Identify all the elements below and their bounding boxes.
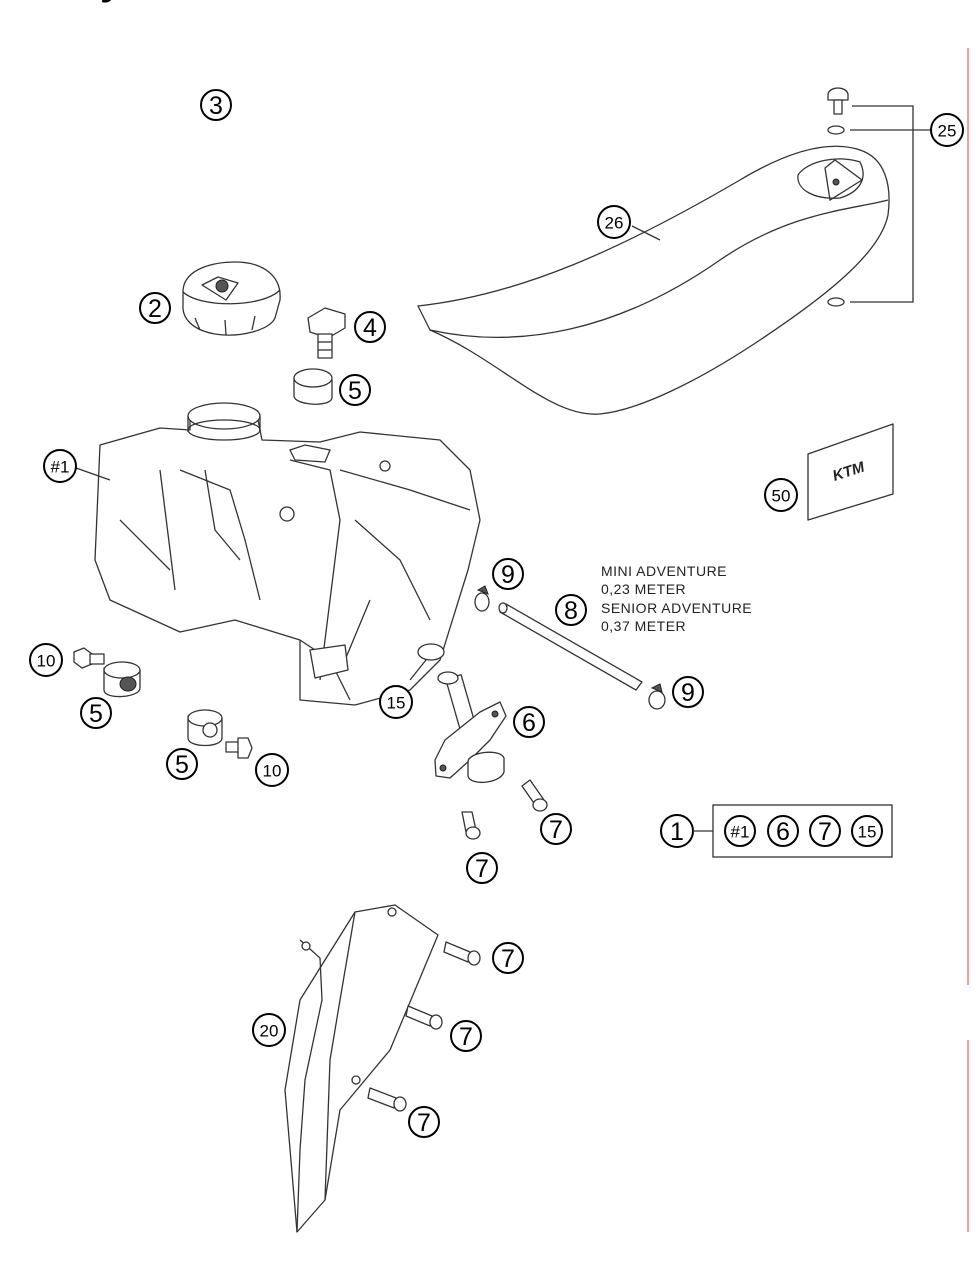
svg-text:1: 1: [670, 818, 684, 846]
svg-text:5: 5: [348, 377, 362, 405]
part-screw-cover-1: [443, 941, 481, 966]
callout-9-lower: 9: [672, 676, 704, 708]
callout-5-left: 5: [80, 697, 112, 729]
part-screw-tap-2: [461, 811, 481, 840]
svg-text:15: 15: [858, 823, 877, 842]
callout-26: 26: [597, 205, 631, 239]
callout-7-cover-2: 7: [450, 1020, 482, 1052]
kit-assembly: 1 #1 6 7 15: [660, 804, 893, 858]
kit-item-hash1: #1: [724, 815, 756, 847]
svg-text:8: 8: [564, 597, 578, 625]
part-fuel-hose: [5, 73, 218, 241]
note-line-2: 0,23 METER: [601, 581, 686, 597]
callout-25: 25: [930, 113, 964, 147]
part-filler-cap: [182, 261, 281, 336]
part-fuel-tap: [434, 671, 507, 783]
svg-text:5: 5: [89, 700, 103, 728]
callout-1: 1: [660, 814, 694, 848]
kit-item-6: 6: [767, 815, 799, 847]
part-screw-cover-2: [405, 1005, 443, 1030]
callout-10-middle: 10: [255, 753, 289, 787]
svg-text:7: 7: [475, 855, 489, 883]
part-o-ring: [417, 643, 445, 661]
part-bolt: [307, 307, 346, 359]
part-decal: KTM: [807, 423, 894, 521]
note-line-1: MINI ADVENTURE: [601, 563, 727, 579]
svg-text:7: 7: [417, 1109, 431, 1137]
kit-item-7: 7: [809, 815, 841, 847]
callout-2: 2: [139, 292, 171, 324]
callout-10-left: 10: [29, 643, 63, 677]
svg-text:7: 7: [818, 818, 832, 846]
callout-20: 20: [252, 1013, 286, 1047]
leader-seat: [631, 225, 661, 241]
part-screw-cover-3: [367, 1087, 407, 1112]
callout-7-tap-left: 7: [466, 852, 498, 884]
svg-text:26: 26: [605, 214, 624, 233]
part-seat-screw: [827, 87, 932, 307]
part-fuel-line: [498, 602, 643, 691]
svg-text:15: 15: [387, 694, 406, 713]
svg-text:2: 2: [148, 295, 162, 323]
part-bushing-upper: [293, 368, 333, 405]
callout-7-cover-3: 7: [408, 1106, 440, 1138]
callout-4: 4: [354, 311, 386, 343]
note-line-4: 0,37 METER: [601, 618, 686, 634]
svg-text:3: 3: [209, 92, 223, 120]
svg-text:25: 25: [938, 122, 957, 141]
svg-text:7: 7: [549, 816, 563, 844]
svg-text:6: 6: [522, 709, 536, 737]
part-hose-clamp-upper: [474, 585, 490, 612]
callout-3: 3: [200, 89, 232, 121]
leader-o-ring: [409, 659, 427, 681]
part-seat: [417, 145, 890, 415]
svg-text:7: 7: [501, 945, 515, 973]
svg-text:50: 50: [772, 487, 791, 506]
callout-9-upper: 9: [492, 558, 524, 590]
svg-text:5: 5: [175, 751, 189, 779]
part-bushing-middle: [187, 709, 223, 747]
part-screw-tap-1: [521, 779, 548, 812]
callout-7-tap-right: 7: [540, 813, 572, 845]
svg-text:#1: #1: [51, 458, 70, 477]
svg-text:7: 7: [459, 1023, 473, 1051]
callout-7-cover-1: 7: [492, 942, 524, 974]
part-bushing-left: [103, 661, 141, 698]
part-screw-left: [73, 647, 105, 669]
callout-6: 6: [513, 706, 545, 738]
callout-5-upper: 5: [339, 374, 371, 406]
svg-text:10: 10: [263, 762, 282, 781]
page-header: y: [100, 0, 123, 3]
part-fuel-tank: [94, 402, 481, 706]
kit-item-15: 15: [851, 815, 883, 847]
part-hose-clamp-lower: [648, 683, 666, 710]
callout-50: 50: [764, 478, 798, 512]
note-line-3: SENIOR ADVENTURE: [601, 600, 752, 616]
svg-text:9: 9: [681, 679, 695, 707]
callout-15: 15: [379, 685, 413, 719]
svg-text:20: 20: [260, 1022, 279, 1041]
svg-text:6: 6: [776, 818, 790, 846]
callout-hash1: #1: [43, 449, 77, 483]
part-screw-middle: [225, 737, 253, 759]
callout-8: 8: [555, 594, 587, 626]
svg-text:4: 4: [363, 314, 377, 342]
svg-text:10: 10: [37, 652, 56, 671]
leader-tank: [75, 467, 111, 481]
svg-text:9: 9: [501, 561, 515, 589]
hose-length-note: MINI ADVENTURE 0,23 METER SENIOR ADVENTU…: [601, 563, 752, 634]
part-side-cover: [284, 904, 439, 1233]
svg-text:#1: #1: [731, 823, 750, 842]
callout-5-middle: 5: [166, 748, 198, 780]
